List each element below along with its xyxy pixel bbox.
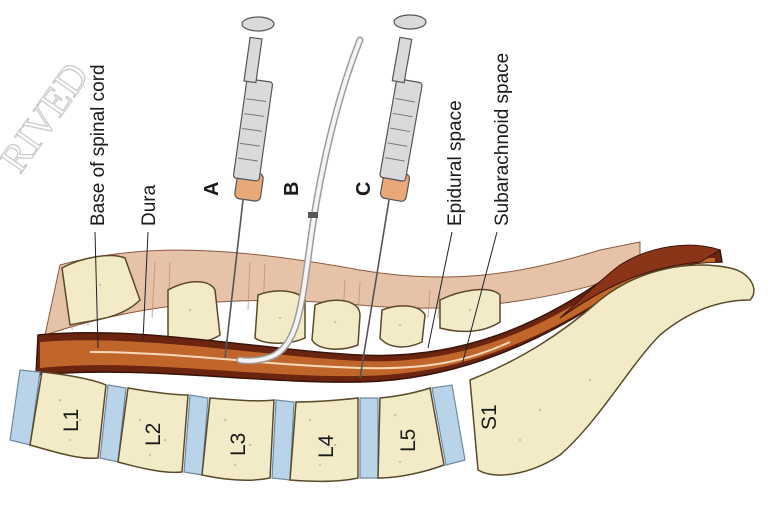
- spinous-process-1: [62, 256, 140, 325]
- label-subarachnoid-space: Subarachnoid space: [492, 53, 513, 226]
- disc-5: [360, 398, 378, 478]
- spinous-process-5: [380, 306, 425, 347]
- label-needle-a: A: [201, 182, 223, 196]
- label-l5: L5: [397, 429, 420, 452]
- catheter-b-marker: [308, 212, 318, 218]
- label-needle-b: B: [281, 182, 303, 196]
- label-l2: L2: [142, 423, 165, 446]
- label-l1: L1: [60, 409, 83, 432]
- spinous-process-2: [168, 282, 220, 343]
- label-l3: L3: [227, 433, 250, 456]
- label-base-of-spinal-cord: Base of spinal cord: [88, 64, 109, 226]
- label-l4: L4: [315, 434, 338, 458]
- label-needle-c: C: [353, 182, 375, 196]
- label-s1: S1: [478, 404, 501, 430]
- spinous-process-4: [312, 300, 360, 349]
- vertebral-bodies: [30, 372, 444, 481]
- label-dura: Dura: [139, 184, 160, 226]
- watermark-text: RIVED: [0, 54, 97, 180]
- label-epidural-space: Epidural space: [445, 100, 466, 226]
